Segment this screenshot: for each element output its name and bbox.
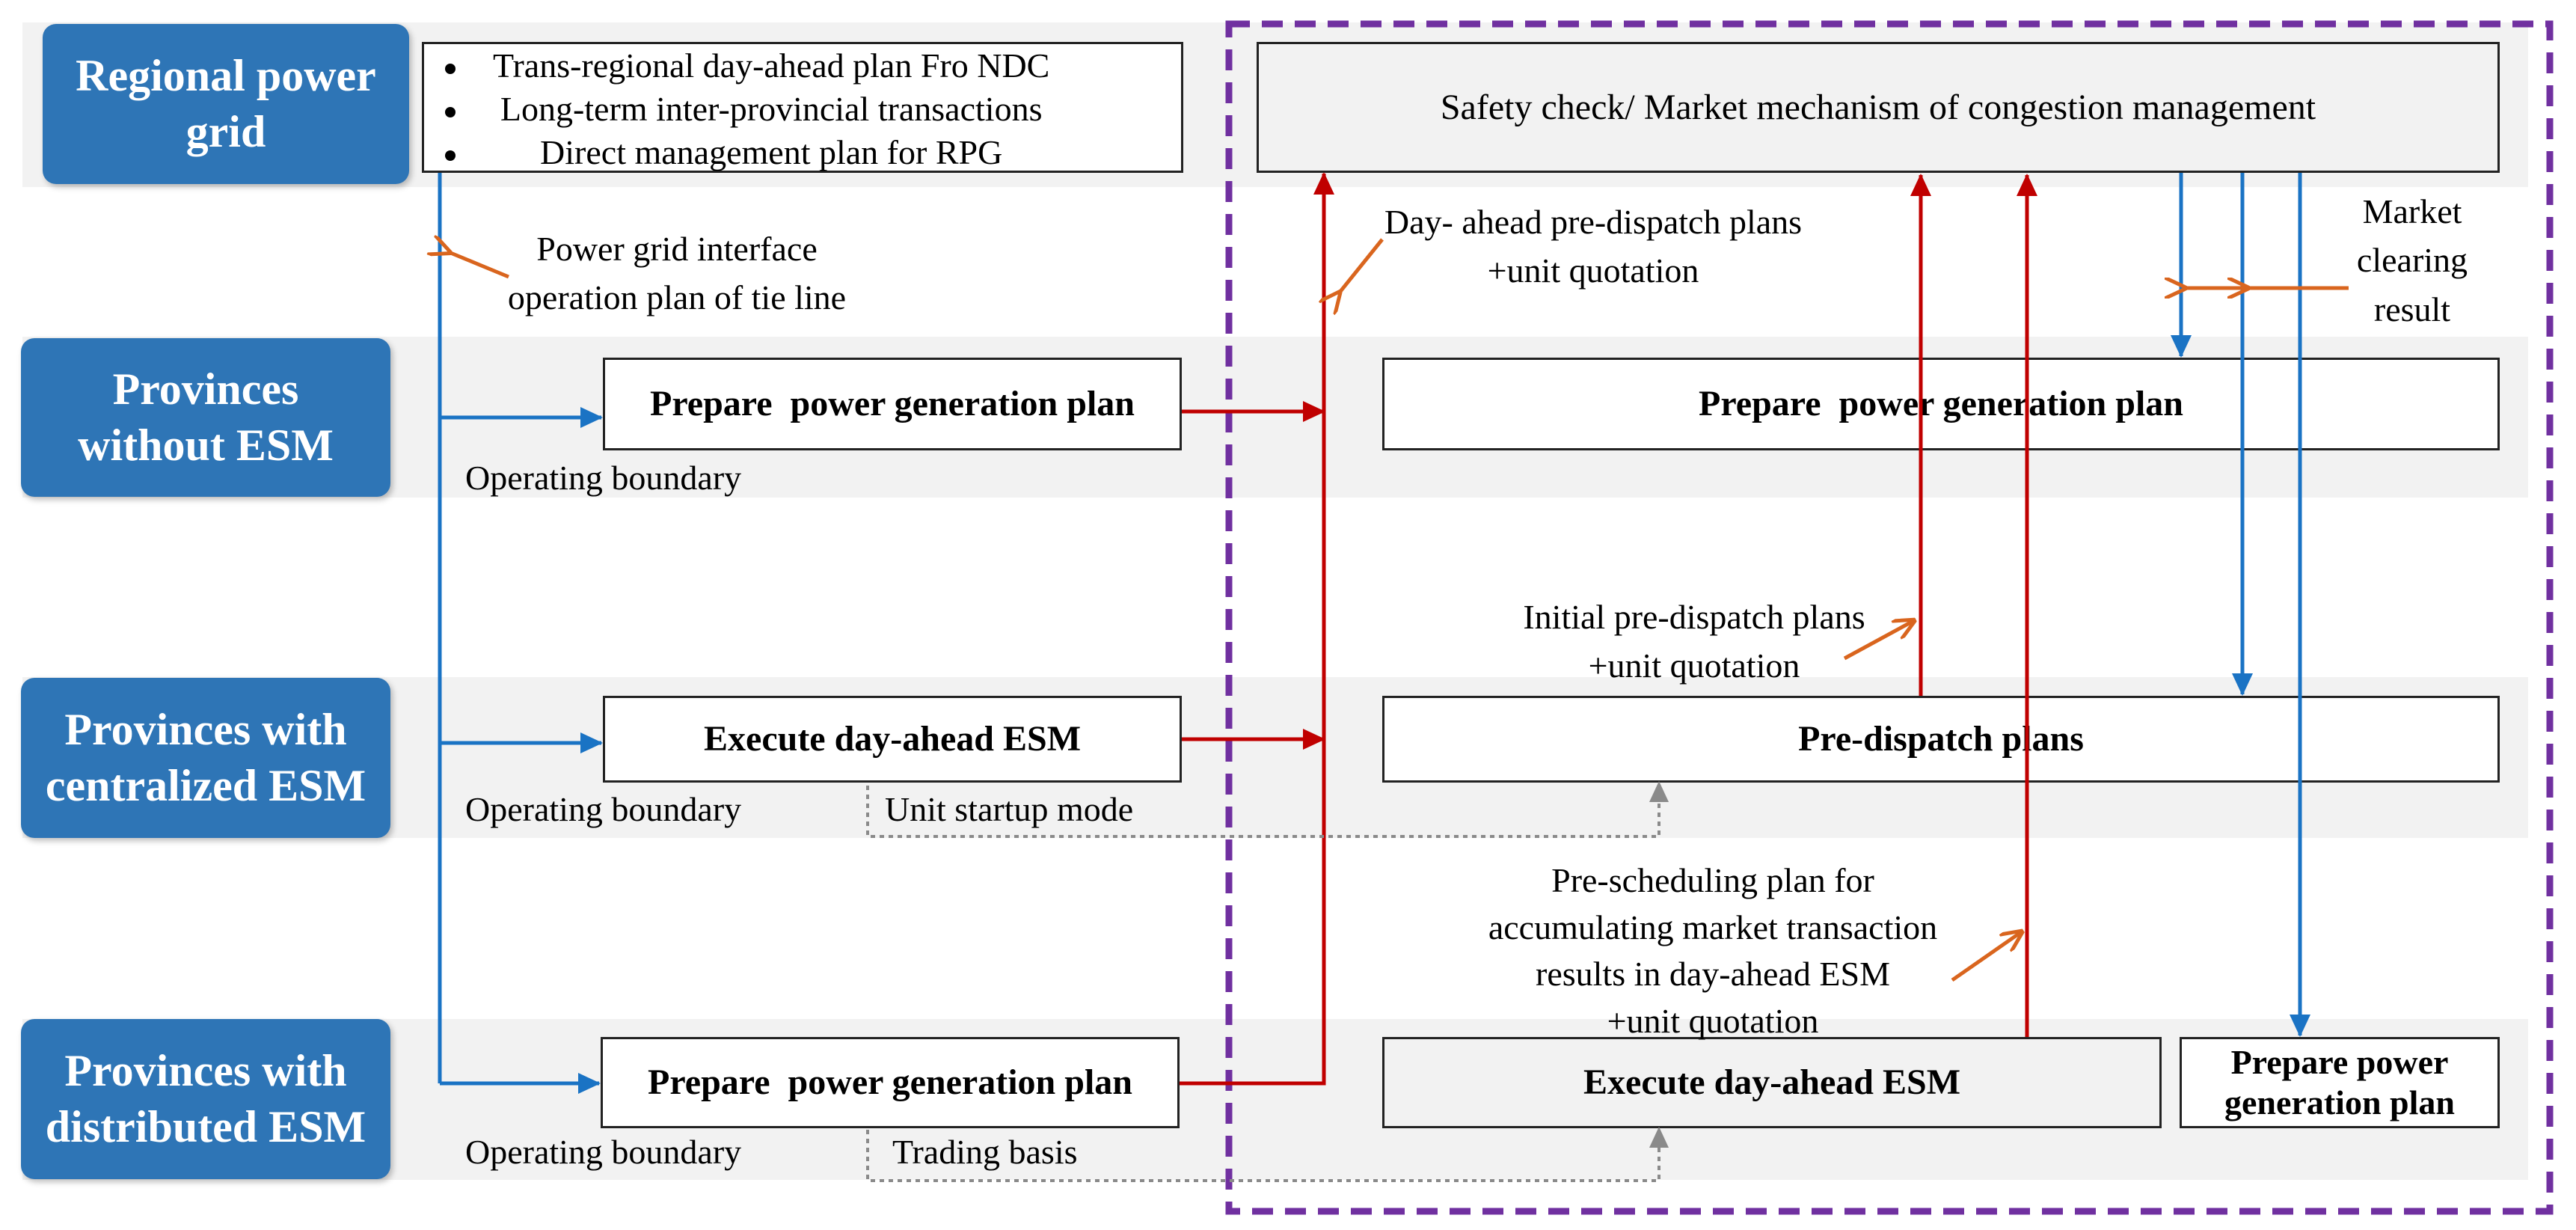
esm-scope-boundary bbox=[1225, 20, 2554, 1215]
submission-arrows bbox=[1180, 172, 2037, 1086]
regional-plan-item: Trans-regional day-ahead plan Fro NDC bbox=[424, 44, 1049, 88]
regional-plan-item: Direct management plan for RPG bbox=[424, 131, 1049, 174]
tie-line-plan-arrows bbox=[438, 173, 603, 1094]
distributed-generation-plan-box: Prepare power generation plan bbox=[601, 1037, 1180, 1128]
annotation-prescheduling-plan: Pre-scheduling plan for accumulating mar… bbox=[1488, 861, 1938, 1040]
label-operating-boundary: Operating boundary bbox=[465, 1133, 742, 1171]
label-operating-boundary: Operating boundary bbox=[465, 790, 742, 828]
regional-plans-list: Trans-regional day-ahead plan Fro NDC Lo… bbox=[424, 44, 1049, 174]
label-provinces-without-esm: Provinces without ESM bbox=[21, 338, 390, 497]
annotation-initial-predispatch: Initial pre-dispatch plans +unit quotati… bbox=[1523, 598, 1865, 685]
safety-check-box: Safety check/ Market mechanism of conges… bbox=[1257, 42, 2500, 173]
without-esm-generation-plan-result-box: Prepare power generation plan bbox=[1382, 358, 2500, 450]
without-esm-generation-plan-box: Prepare power generation plan bbox=[603, 358, 1182, 450]
pre-dispatch-plans-box: Pre-dispatch plans bbox=[1382, 696, 2500, 783]
annotation-market-clearing-result: Market clearing result bbox=[2356, 192, 2468, 328]
annotation-day-ahead-predispatch: Day- ahead pre-dispatch plans +unit quot… bbox=[1384, 203, 1803, 290]
label-operating-boundary: Operating boundary bbox=[465, 459, 742, 497]
regional-plans-box: Trans-regional day-ahead plan Fro NDC Lo… bbox=[422, 42, 1183, 173]
annotation-interface-plan: Power grid interface operation plan of t… bbox=[507, 230, 847, 317]
annotation-pointers bbox=[449, 239, 2349, 982]
centralized-execute-esm-box: Execute day-ahead ESM bbox=[603, 696, 1182, 783]
label-regional-power-grid: Regional power grid bbox=[43, 24, 409, 184]
distributed-execute-esm-box: Execute day-ahead ESM bbox=[1382, 1037, 2162, 1128]
distributed-generation-plan-result-box: Prepare power generation plan bbox=[2180, 1037, 2500, 1128]
label-trading-basis: Trading basis bbox=[892, 1133, 1078, 1171]
regional-plan-item: Long-term inter-provincial transactions bbox=[424, 88, 1049, 131]
label-provinces-distributed-esm: Provinces with distributed ESM bbox=[21, 1019, 390, 1179]
label-provinces-centralized-esm: Provinces with centralized ESM bbox=[21, 678, 390, 838]
market-clearing-arrows bbox=[2171, 173, 2310, 1037]
label-unit-startup-mode: Unit startup mode bbox=[885, 790, 1134, 828]
